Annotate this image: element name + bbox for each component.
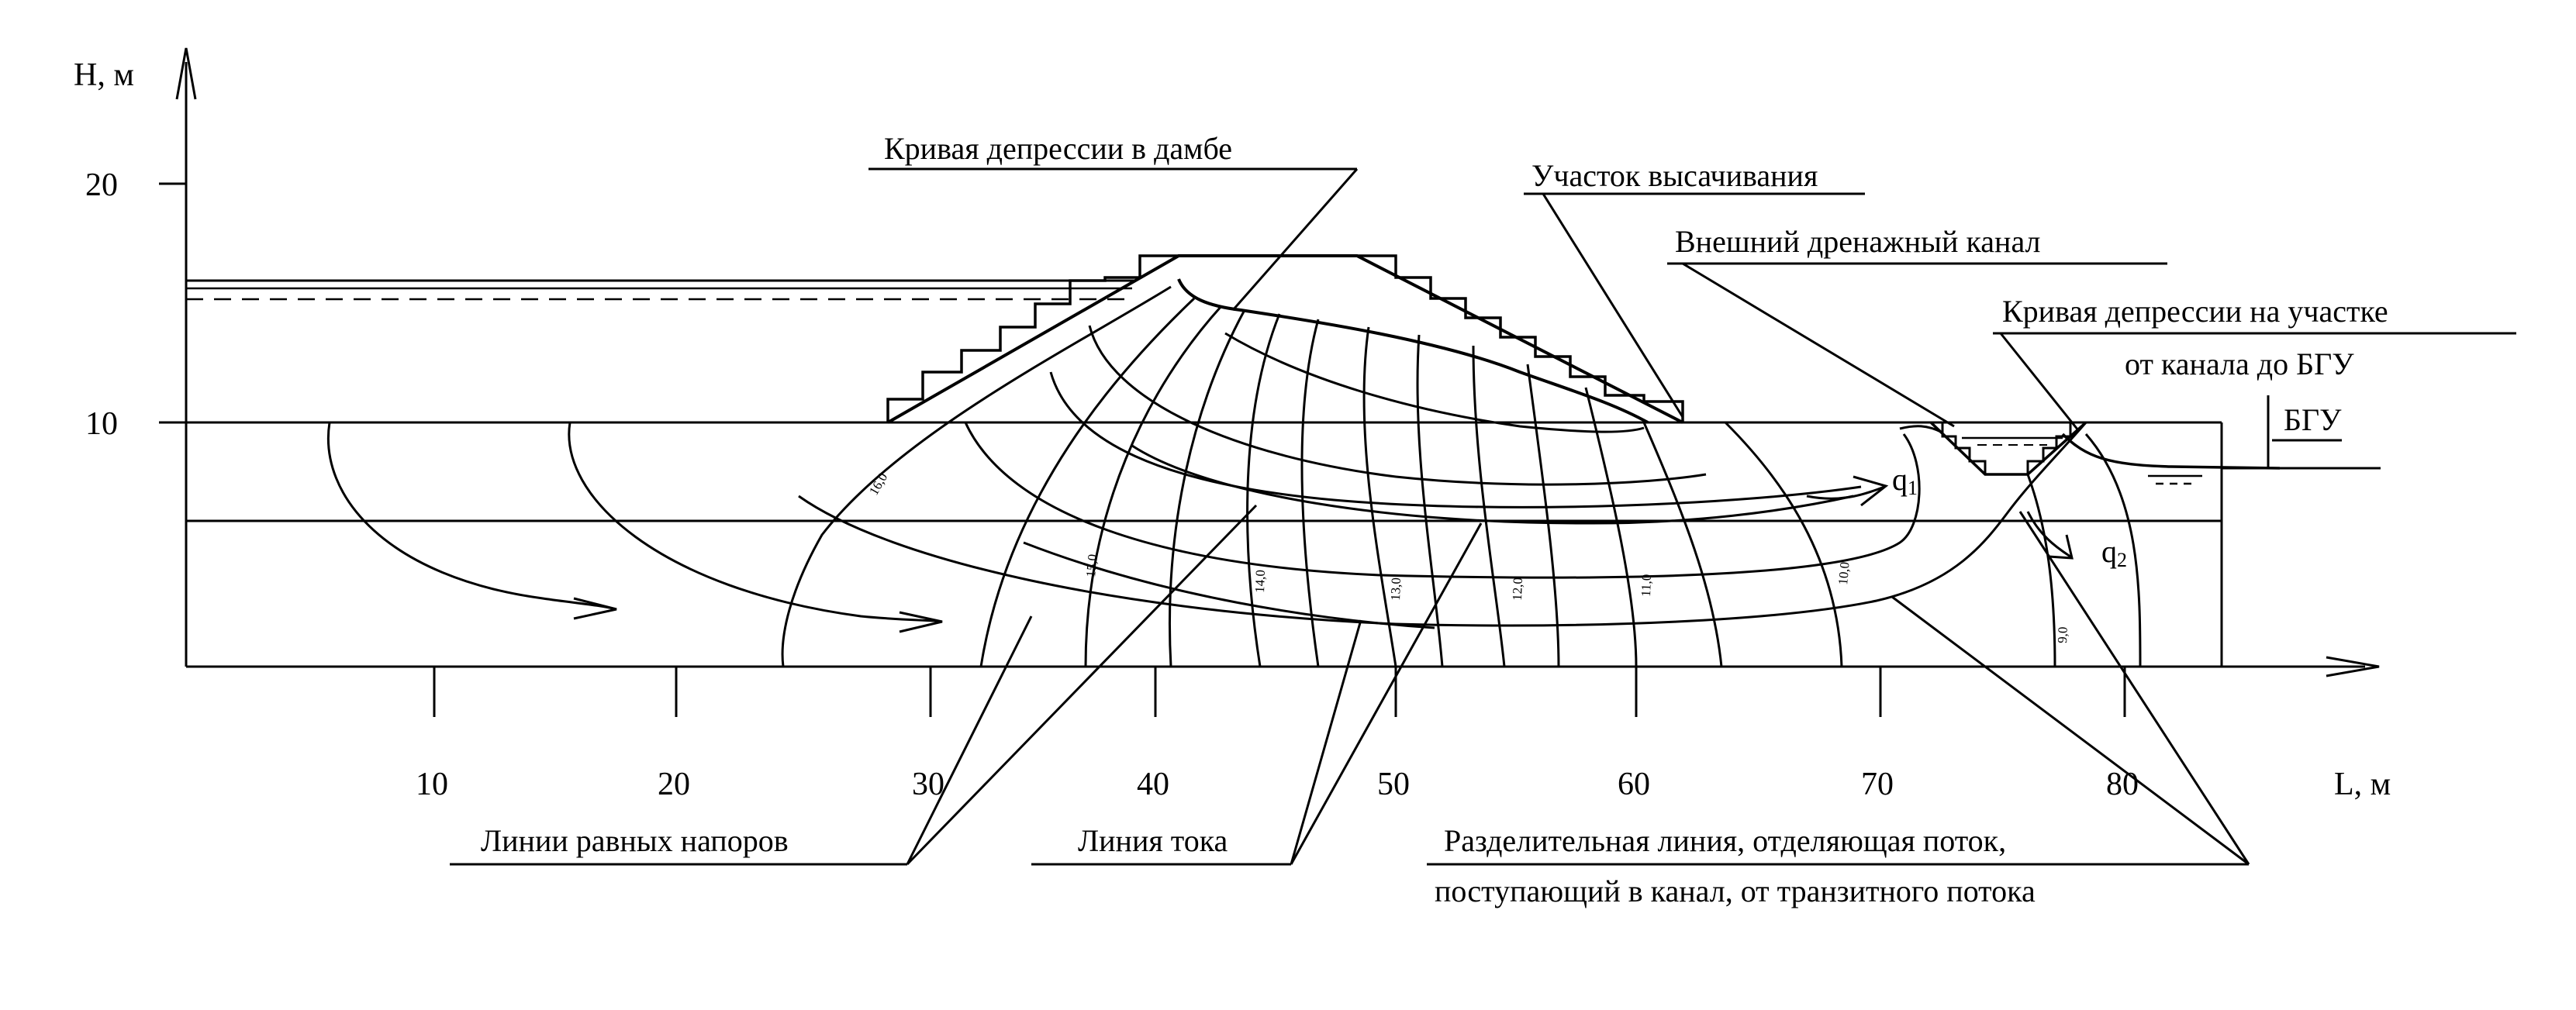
equipotential-line bbox=[1168, 309, 1246, 667]
stream-line bbox=[1131, 444, 1854, 525]
q2-arrow bbox=[2026, 511, 2071, 558]
callouts-top: Кривая депрессии в дамбе Участок высачив… bbox=[868, 131, 2516, 470]
stream-line bbox=[964, 422, 1921, 579]
stream-line-label: Линия тока bbox=[1078, 823, 1228, 858]
flow-arrow-head bbox=[573, 597, 617, 620]
dam-downstream-steps bbox=[1357, 254, 1684, 422]
dam-depression-curve bbox=[1177, 278, 1649, 424]
divider-leader-1 bbox=[1891, 595, 2250, 866]
stream-line bbox=[1088, 325, 1707, 486]
discharge-labels: q1 q2 bbox=[1892, 462, 2127, 571]
head-label-14: 14,0 bbox=[1252, 570, 1268, 593]
flow-arrows bbox=[573, 475, 2074, 633]
equipotential-lines bbox=[781, 285, 2142, 667]
equipotential-line bbox=[1642, 422, 1723, 667]
callouts-bottom: Линии равных напоров Линия тока Разделит… bbox=[450, 504, 2250, 908]
drainage-canal-label: Внешний дренажный канал bbox=[1675, 224, 2041, 259]
q1-label-base: q bbox=[1892, 462, 1908, 497]
dam bbox=[886, 254, 1684, 424]
head-label-16: 16,0 bbox=[866, 471, 890, 498]
canal-depression-label-line2: от канала до БГУ bbox=[2125, 346, 2354, 381]
equipotential-line-10 bbox=[1724, 421, 1843, 667]
reservoir-water bbox=[186, 279, 1136, 301]
stream-line bbox=[1023, 541, 1435, 629]
equipotential-line-14 bbox=[1246, 313, 1281, 667]
stream-line bbox=[327, 422, 617, 611]
x-axis-label: L, м bbox=[2334, 767, 2391, 802]
y-axis-label: H, м bbox=[74, 57, 134, 93]
seepage-zone-leader bbox=[1542, 193, 1684, 418]
canal-depression-curve bbox=[2061, 433, 2281, 470]
stream-line bbox=[1049, 371, 1862, 508]
canal-steps bbox=[1931, 421, 2086, 474]
stream-line-leader-2 bbox=[1290, 619, 1362, 865]
x-tick-label-40: 40 bbox=[1137, 767, 1169, 802]
dam-depression-curve-label: Кривая депрессии в дамбе bbox=[884, 131, 1232, 166]
axes: H, м 20 10 10 20 30 40 50 60 70 80 L, м bbox=[74, 47, 2391, 802]
q1-arrow bbox=[1806, 485, 1885, 500]
equipotential-leader-2 bbox=[906, 615, 1033, 865]
divider-leader-2 bbox=[2018, 511, 2250, 865]
x-tick-label-10: 10 bbox=[416, 767, 448, 802]
dam-outline bbox=[887, 254, 1683, 424]
q2-label: q2 bbox=[2101, 534, 2127, 571]
x-tick-label-30: 30 bbox=[912, 767, 944, 802]
canal-depression-curve-left bbox=[1899, 425, 1943, 434]
stream-lines bbox=[327, 325, 2087, 629]
q1-label: q1 bbox=[1892, 462, 1918, 499]
equipotential-line-12 bbox=[1472, 345, 1506, 667]
equipotential-line bbox=[1300, 319, 1320, 667]
seepage-zone-label: Участок высачивания bbox=[1531, 158, 1818, 193]
q1-label-sub: 1 bbox=[1908, 477, 1918, 499]
head-label-12: 12,0 bbox=[1510, 577, 1525, 601]
x-tick-label-70: 70 bbox=[1861, 767, 1894, 802]
equipotential-lines-label: Линии равных напоров bbox=[481, 823, 789, 858]
head-value-labels: 16,0 15,0 14,0 13,0 12,0 11,0 10,0 9,0 bbox=[866, 471, 2070, 643]
q2-label-base: q bbox=[2101, 534, 2117, 569]
stream-line bbox=[1224, 332, 1645, 433]
dam-upstream-steps bbox=[886, 254, 1179, 422]
x-tick-label-60: 60 bbox=[1618, 767, 1650, 802]
stream-line bbox=[568, 422, 943, 623]
q2-arrow-head bbox=[2048, 534, 2074, 560]
x-tick-label-80: 80 bbox=[2106, 767, 2139, 802]
flow-arrow-head bbox=[899, 611, 943, 633]
head-label-10: 10,0 bbox=[1835, 561, 1853, 585]
head-label-11: 11,0 bbox=[1638, 574, 1654, 597]
equipotential-line-13 bbox=[1362, 326, 1397, 667]
canal-depression-leader bbox=[1999, 333, 2080, 431]
head-label-13: 13,0 bbox=[1388, 577, 1404, 601]
equipotential-leader-1 bbox=[906, 504, 1258, 866]
x-tick-label-50: 50 bbox=[1377, 767, 1410, 802]
equipotential-line-16 bbox=[781, 285, 1172, 667]
drainage-canal bbox=[1929, 421, 2087, 476]
equipotential-line bbox=[979, 297, 1196, 667]
equipotential-line bbox=[1416, 334, 1444, 667]
head-label-15: 15,0 bbox=[1083, 553, 1100, 577]
equipotential-line-9 bbox=[2084, 433, 2142, 667]
stream-line-leader-1 bbox=[1290, 522, 1483, 865]
q1-arrow-head bbox=[1853, 475, 1889, 507]
divider-stream-line bbox=[798, 422, 2087, 627]
ground-layers bbox=[186, 421, 2223, 667]
head-label-9: 9,0 bbox=[2055, 626, 2070, 643]
y-tick-label-20: 20 bbox=[85, 167, 118, 203]
bgu-label: БГУ bbox=[2284, 402, 2342, 437]
dam-depression-leader bbox=[1231, 168, 1359, 311]
x-axis-arrow bbox=[2326, 656, 2380, 677]
equipotential-line bbox=[1526, 364, 1560, 667]
divider-label-line1: Разделительная линия, отделяющая поток, bbox=[1444, 823, 2006, 858]
y-tick-label-10: 10 bbox=[85, 406, 118, 442]
x-tick-label-20: 20 bbox=[658, 767, 690, 802]
y-axis-arrow bbox=[175, 47, 197, 100]
equipotential-line-15 bbox=[1084, 305, 1223, 667]
q2-label-sub: 2 bbox=[2117, 549, 2127, 571]
equipotential-line-11 bbox=[1584, 387, 1638, 667]
divider-label-line2: поступающий в канал, от транзитного пото… bbox=[1435, 874, 2036, 908]
canal-depression-label-line1: Кривая депрессии на участке bbox=[2002, 294, 2388, 329]
drainage-canal-leader bbox=[1682, 262, 1955, 428]
equipotential-line bbox=[2026, 474, 2056, 667]
